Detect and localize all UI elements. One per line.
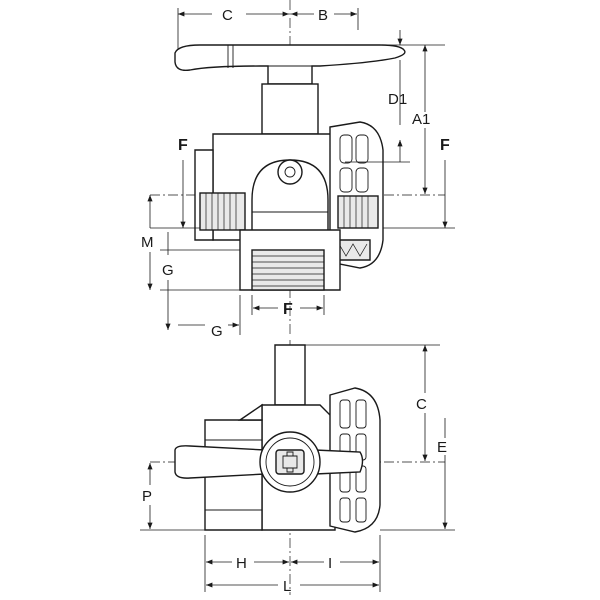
right-union-nut [319, 121, 384, 269]
side-stem [274, 344, 306, 406]
dim-b-top: B [291, 7, 359, 30]
dim-d1: D1 [345, 30, 445, 162]
label-a1: A1 [412, 111, 430, 128]
label-l: L [283, 578, 291, 595]
dim-f-right: F [383, 137, 455, 229]
label-f-left: F [178, 137, 188, 154]
dim-p: P [140, 463, 205, 531]
dim-f-left: F [150, 137, 200, 229]
label-h: H [236, 555, 247, 572]
dim-l: L [206, 578, 379, 595]
dim-c-side: C [305, 344, 440, 461]
label-p: P [142, 488, 152, 505]
dim-a1: A1 [345, 45, 430, 194]
dim-e: E [380, 418, 455, 531]
dim-i: I [291, 535, 381, 592]
label-i: I [328, 555, 332, 572]
label-g-horizontal: G [211, 323, 223, 340]
valve-body [194, 133, 346, 241]
label-m: M [141, 234, 154, 251]
label-f-right: F [440, 137, 450, 154]
label-e: E [437, 439, 447, 456]
dim-h: H [204, 535, 289, 592]
side-view: C E P H I [140, 340, 455, 595]
dim-g-vertical: G [160, 232, 240, 330]
bottom-port-threads [252, 255, 324, 287]
label-b-top: B [318, 7, 328, 24]
label-c-side: C [416, 396, 427, 413]
label-f-bottom: F [283, 301, 293, 318]
label-g-vertical: G [162, 262, 174, 279]
label-c-top: C [222, 7, 233, 24]
dim-g-horizontal: G [178, 295, 241, 340]
top-view: C B D1 A1 F [141, 0, 455, 340]
dim-f-bottom: F [251, 295, 325, 318]
lever-handle [174, 44, 406, 135]
dim-m: M [141, 195, 154, 290]
lock-symbol-icon [275, 449, 305, 475]
label-d1: D1 [388, 91, 407, 108]
bottom-port [239, 229, 341, 291]
left-port-threads [205, 193, 237, 230]
dim-c-top: C [177, 7, 289, 50]
side-lever [174, 431, 364, 493]
